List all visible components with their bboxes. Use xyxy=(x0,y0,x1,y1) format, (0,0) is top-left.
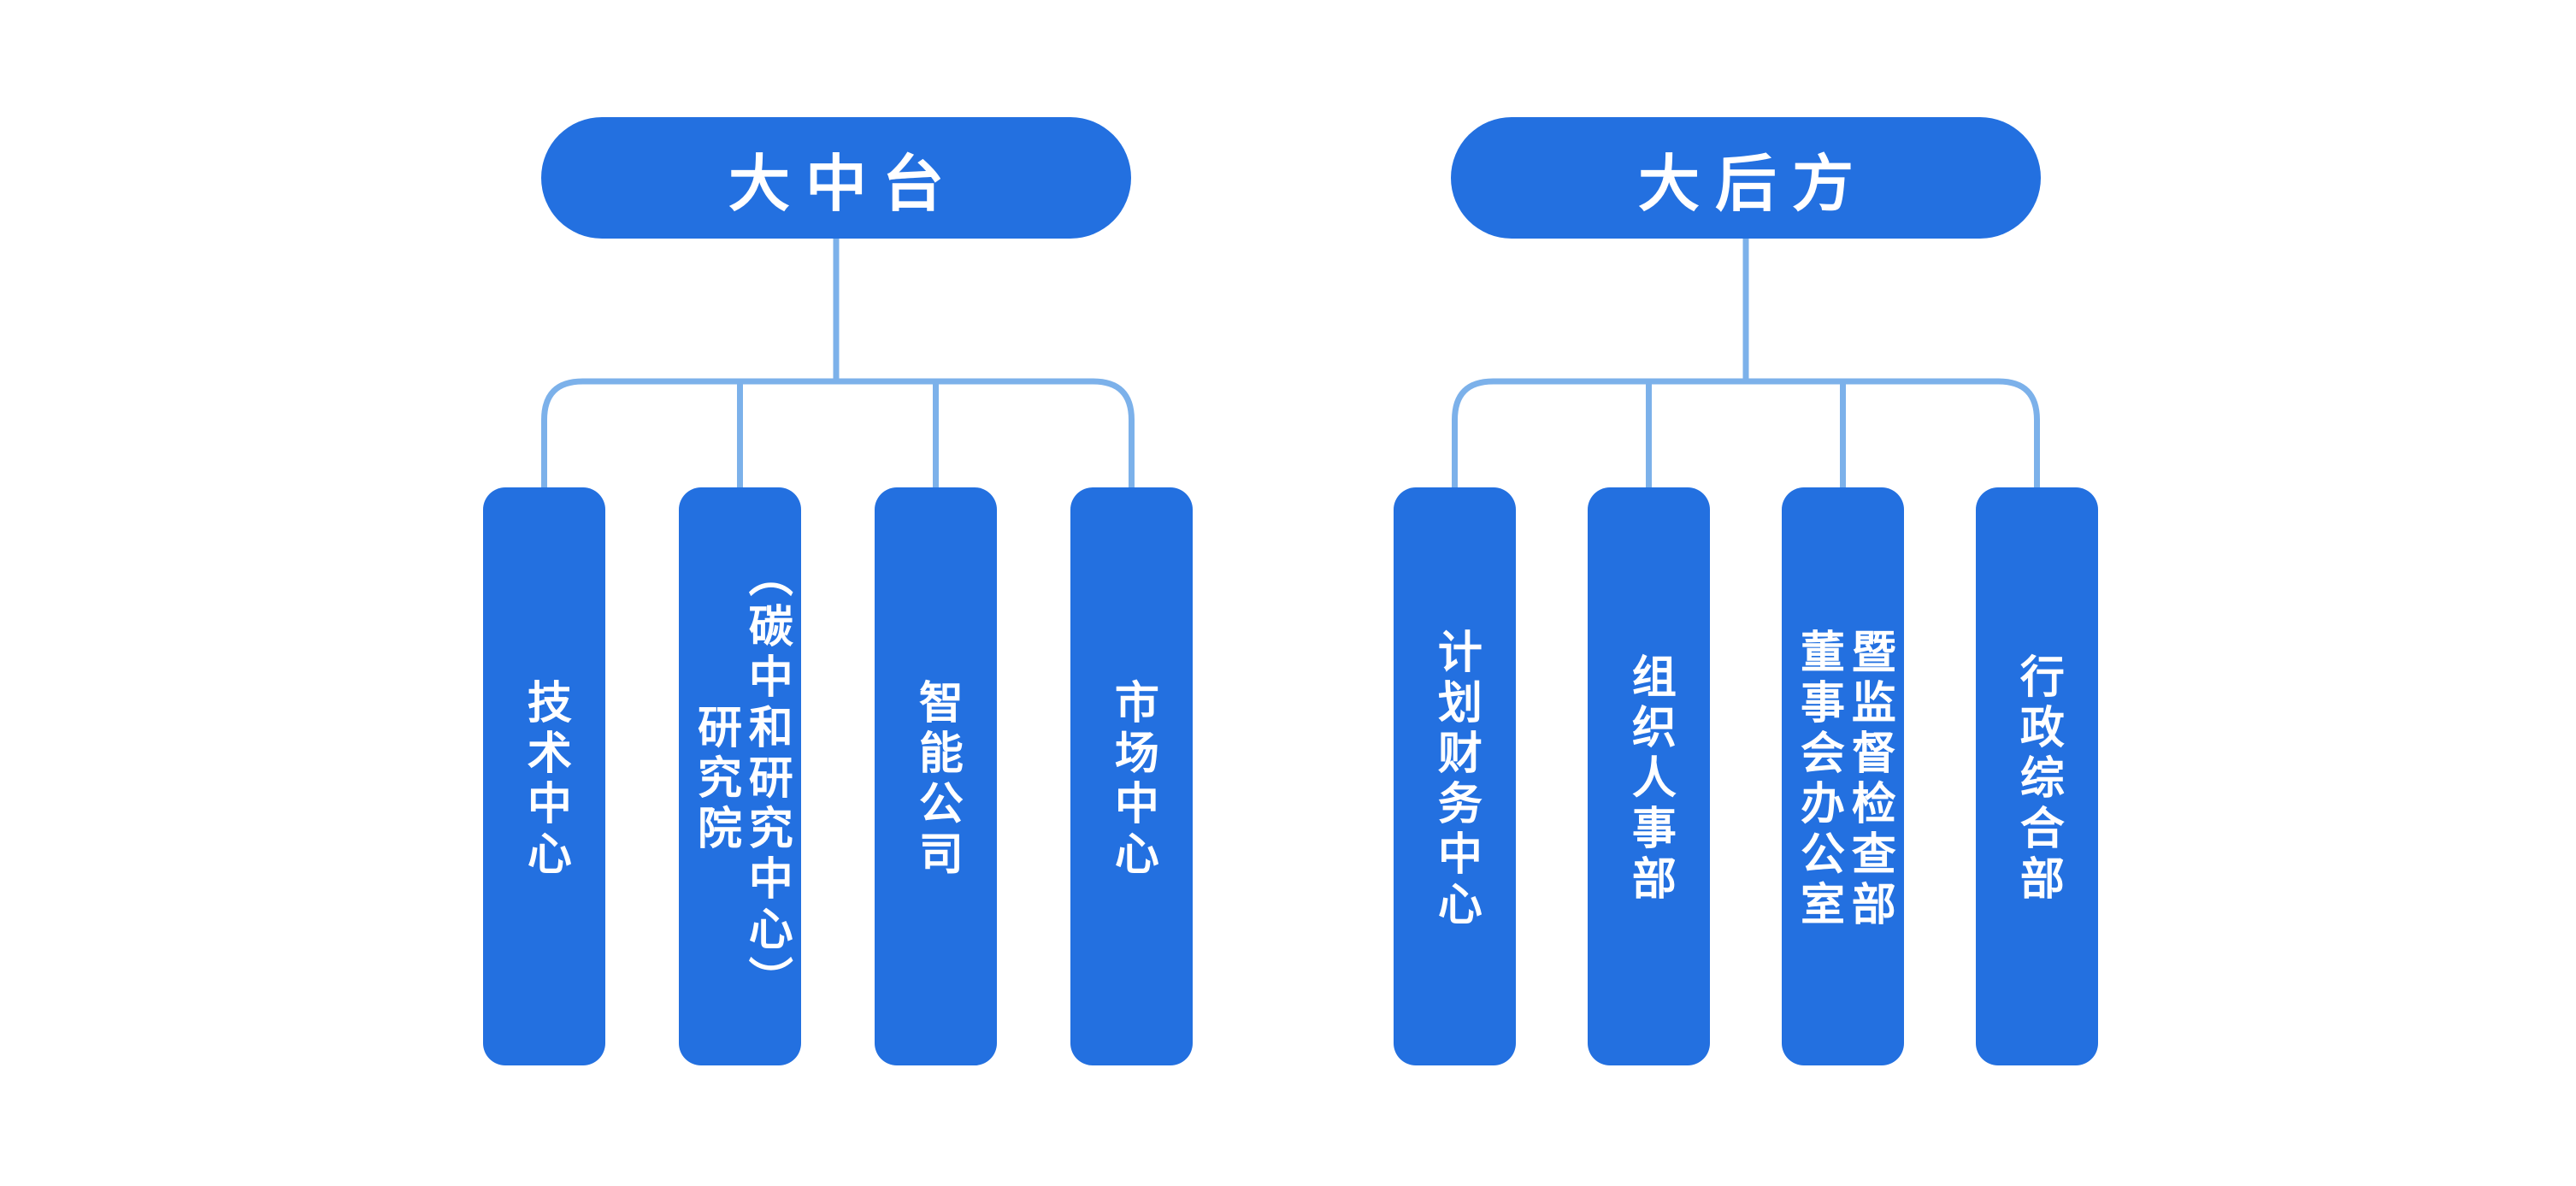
node-label: 行政综合部 xyxy=(2013,653,2063,906)
child-node: 计划财务中心 xyxy=(1394,487,1516,1065)
node-label: 智能公司 xyxy=(911,678,962,881)
child-node: 组织人事部 xyxy=(1588,487,1710,1065)
node-label: 董事会办公室 暨监督检查部 xyxy=(1793,628,1895,931)
child-node: 智能公司 xyxy=(875,487,997,1065)
node-label: 组织人事部 xyxy=(1624,653,1675,906)
child-node: 行政综合部 xyxy=(1976,487,2098,1065)
node-label: 研究院 （碳中和研究中心） xyxy=(690,552,792,1006)
child-node: 技术中心 xyxy=(483,487,605,1065)
connector-rail xyxy=(541,378,1135,491)
node-label: 技术中心 xyxy=(520,678,570,881)
parent-node: 大中台 xyxy=(541,117,1131,239)
parent-node: 大后方 xyxy=(1451,117,2041,239)
node-label: 大中台 xyxy=(728,150,959,219)
connector-rail xyxy=(1452,378,2040,491)
child-node: 研究院 （碳中和研究中心） xyxy=(679,487,801,1065)
node-label: 大后方 xyxy=(1637,150,1869,219)
child-node: 市场中心 xyxy=(1070,487,1193,1065)
child-node: 董事会办公室 暨监督检查部 xyxy=(1782,487,1904,1065)
node-label: 市场中心 xyxy=(1107,678,1158,881)
node-label: 计划财务中心 xyxy=(1430,628,1481,931)
